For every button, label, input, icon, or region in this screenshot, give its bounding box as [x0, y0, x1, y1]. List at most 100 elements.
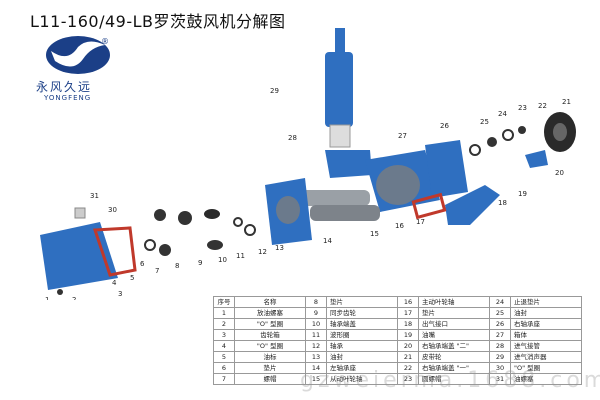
- impeller-shafts: [300, 190, 380, 221]
- table-cell: 同步齿轮: [326, 307, 398, 319]
- callout-8: 8: [175, 262, 179, 270]
- inlet-pipe: [325, 150, 372, 178]
- table-cell: 16: [397, 296, 419, 308]
- table-cell: 26: [489, 318, 511, 330]
- table-cell: 放油螺塞: [234, 307, 306, 319]
- table-cell: 螺帽: [234, 373, 306, 385]
- table-cell: 出气接口: [418, 318, 490, 330]
- table-cell: 齿轮箱: [234, 329, 306, 341]
- table-cell: 右轴承座: [510, 318, 582, 330]
- callout-11: 11: [236, 252, 245, 260]
- table-cell: 名称: [234, 296, 306, 308]
- right-bearing-seat: [425, 140, 468, 198]
- small-parts: [144, 209, 256, 256]
- table-cell: 29: [489, 351, 511, 363]
- table-cell: 油嘴: [418, 329, 490, 341]
- callout-19: 19: [518, 190, 527, 198]
- table-cell: 12: [305, 340, 327, 352]
- table-cell: 6: [213, 362, 235, 374]
- casing: [365, 150, 440, 212]
- callout-16: 16: [395, 222, 404, 230]
- callout-26: 26: [440, 122, 449, 130]
- diagram-title: L11-160/49-LB罗茨鼓风机分解图: [30, 12, 286, 31]
- table-cell: 油封: [326, 351, 398, 363]
- callout-24: 24: [498, 110, 507, 118]
- table-cell: 7: [213, 373, 235, 385]
- table-cell: "O" 型圈: [234, 318, 306, 330]
- table-cell: 21: [397, 351, 419, 363]
- callout-3: 3: [118, 290, 122, 298]
- gear-box: [40, 222, 137, 290]
- table-cell: 止退垫片: [510, 296, 582, 308]
- table-cell: 28: [489, 340, 511, 352]
- callout-9: 9: [198, 259, 202, 267]
- callout-15: 15: [370, 230, 379, 238]
- callout-31: 31: [90, 192, 99, 200]
- watermark: gzweierma.1688.com: [300, 368, 600, 393]
- table-cell: 油标: [234, 351, 306, 363]
- outlet-connector: [445, 185, 500, 225]
- callout-12: 12: [258, 248, 267, 256]
- callout-1: 1: [45, 296, 49, 300]
- callout-7: 7: [155, 267, 159, 275]
- callout-30: 30: [108, 206, 117, 214]
- table-cell: 皮带轮: [418, 351, 490, 363]
- blower-parts-illustration: 1 2 3 4 5 6 7 8 9 10 11 12 13 14 15 16 1…: [40, 28, 576, 300]
- gasket-17: [411, 192, 447, 220]
- table-cell: 垫片: [326, 296, 398, 308]
- callout-6: 6: [140, 260, 145, 268]
- callout-28: 28: [288, 134, 297, 142]
- table-cell: 右轴承端盖 "二": [418, 340, 490, 352]
- table-cell: 轴承: [326, 340, 398, 352]
- inlet-silencer: [325, 28, 353, 148]
- table-cell: 27: [489, 329, 511, 341]
- table-cell: 波形圈: [326, 329, 398, 341]
- table-cell: 15: [305, 373, 327, 385]
- table-cell: 17: [397, 307, 419, 319]
- callout-20: 20: [555, 169, 564, 177]
- callout-4: 4: [112, 279, 117, 287]
- table-cell: 1: [213, 307, 235, 319]
- table-cell: 进气消声器: [510, 351, 582, 363]
- table-cell: 18: [397, 318, 419, 330]
- table-cell: 轴承端盖: [326, 318, 398, 330]
- table-cell: 垫片: [418, 307, 490, 319]
- yongfeng-logo-icon: [46, 36, 110, 74]
- table-cell: 11: [305, 329, 327, 341]
- table-cell: 10: [305, 318, 327, 330]
- callout-14: 14: [323, 237, 332, 245]
- callout-18: 18: [498, 199, 507, 207]
- callout-21: 21: [562, 98, 571, 106]
- pulley: [544, 112, 576, 152]
- logo-english-text: YONGFENG: [44, 94, 92, 102]
- part-callouts: 1 2 3 4 5 6 7 8 9 10 11 12 13 14 15 16 1…: [45, 87, 571, 300]
- callout-25: 25: [480, 118, 489, 126]
- table-cell: 主动叶轮轴: [418, 296, 490, 308]
- callout-29: 29: [270, 87, 279, 95]
- callout-13: 13: [275, 244, 284, 252]
- table-cell: 25: [489, 307, 511, 319]
- table-cell: 8: [305, 296, 327, 308]
- table-cell: 序号: [213, 296, 235, 308]
- table-cell: 13: [305, 351, 327, 363]
- table-cell: "O" 型圈: [234, 340, 306, 352]
- table-cell: 2: [213, 318, 235, 330]
- table-cell: 4: [213, 340, 235, 352]
- callout-2: 2: [72, 296, 76, 300]
- table-cell: 20: [397, 340, 419, 352]
- table-cell: 19: [397, 329, 419, 341]
- logo-chinese-text: 永风久远: [36, 80, 93, 94]
- registered-mark: ®: [101, 37, 109, 46]
- table-cell: 24: [489, 296, 511, 308]
- callout-10: 10: [218, 256, 227, 264]
- table-cell: 3: [213, 329, 235, 341]
- table-cell: 5: [213, 351, 235, 363]
